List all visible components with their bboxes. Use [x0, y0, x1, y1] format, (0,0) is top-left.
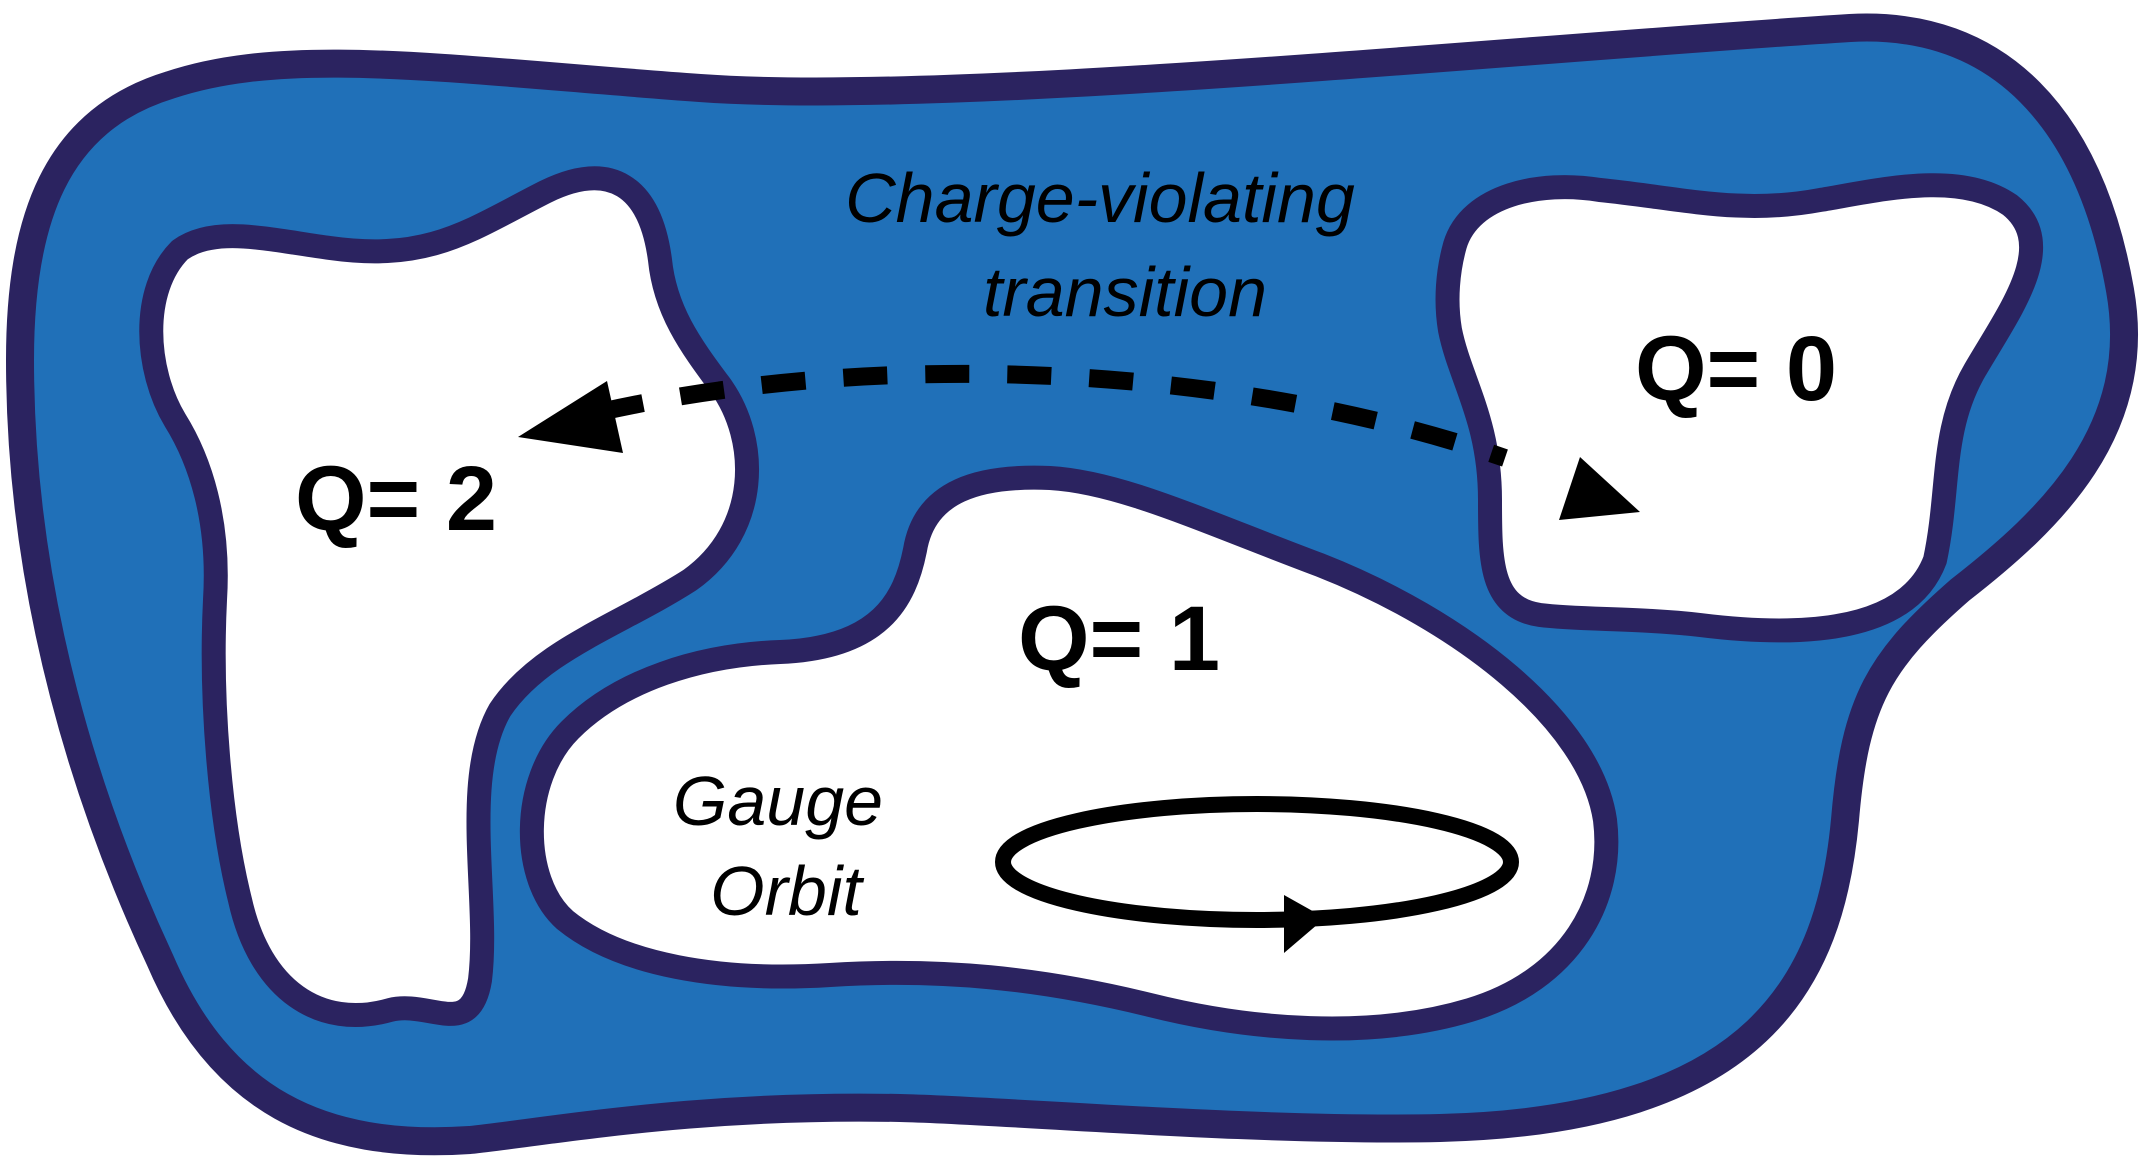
region-q0 [1435, 173, 2043, 643]
transition-arrowhead-left [518, 381, 623, 453]
transition-label-line2: transition [983, 253, 1267, 331]
gauge-orbit-arrowhead [1284, 895, 1325, 953]
gauge-orbit-label-line2: Orbit [710, 852, 864, 930]
q0-label: Q= 0 [1635, 318, 1837, 420]
transition-label-line1: Charge-violating [845, 159, 1355, 237]
transition-arrowhead-right [1559, 457, 1640, 520]
q2-label: Q= 2 [295, 448, 497, 550]
gauge-orbit-label-line1: Gauge [673, 762, 883, 840]
region-q1 [519, 465, 1619, 1041]
q1-label: Q= 1 [1018, 588, 1220, 690]
gauge-orbit-loop [995, 796, 1519, 928]
